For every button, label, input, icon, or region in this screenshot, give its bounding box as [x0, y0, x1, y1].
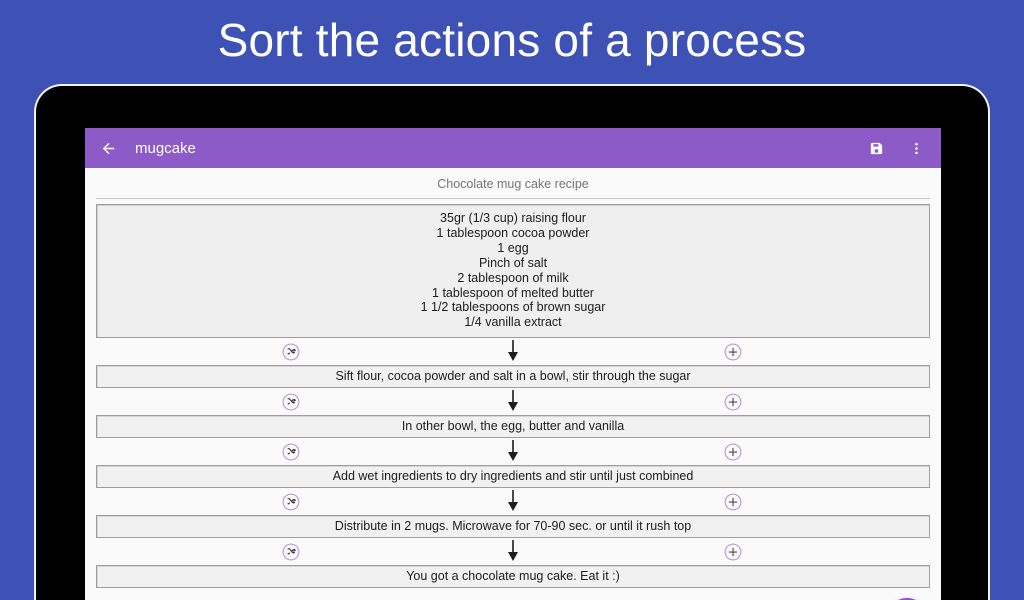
- overflow-menu-icon[interactable]: [901, 133, 931, 163]
- ingredient-line: 1 egg: [497, 240, 529, 255]
- step-box[interactable]: Sift flour, cocoa powder and salt in a b…: [96, 365, 930, 389]
- down-arrow-icon: [506, 340, 520, 367]
- down-arrow-icon: [506, 440, 520, 467]
- connector-row: [85, 338, 941, 365]
- title-divider: [96, 198, 930, 199]
- ingredient-line: 2 tablespoon of milk: [457, 270, 569, 285]
- step-box[interactable]: You got a chocolate mug cake. Eat it :): [96, 565, 930, 589]
- ingredient-line: 1 tablespoon of melted butter: [432, 285, 594, 300]
- app-bar-title: mugcake: [135, 139, 196, 157]
- plus-circle-icon[interactable]: [724, 493, 742, 511]
- down-arrow-icon: [506, 390, 520, 417]
- down-arrow-icon: [506, 540, 520, 567]
- connector-row: [85, 538, 941, 565]
- step-group: In other bowl, the egg, butter and vanil…: [85, 388, 941, 439]
- promo-headline: Sort the actions of a process: [217, 14, 807, 66]
- edit-fab-button[interactable]: [886, 598, 928, 600]
- step-box[interactable]: Distribute in 2 mugs. Microwave for 70-9…: [96, 515, 930, 539]
- shuffle-icon[interactable]: [282, 343, 300, 361]
- back-arrow-icon[interactable]: [93, 133, 123, 163]
- save-floppy-icon[interactable]: [861, 133, 891, 163]
- connector-row: [85, 488, 941, 515]
- shuffle-icon[interactable]: [282, 443, 300, 461]
- plus-circle-icon[interactable]: [724, 343, 742, 361]
- down-arrow-icon: [506, 490, 520, 517]
- ingredient-line: Pinch of salt: [478, 255, 548, 270]
- step-box[interactable]: Add wet ingredients to dry ingredients a…: [96, 465, 930, 489]
- recipe-title: Chocolate mug cake recipe: [437, 177, 589, 191]
- step-group: Distribute in 2 mugs. Microwave for 70-9…: [85, 488, 941, 539]
- ingredient-line: 1 tablespoon cocoa powder: [436, 225, 590, 240]
- app-bar: mugcake: [85, 128, 941, 168]
- plus-circle-icon[interactable]: [724, 443, 742, 461]
- ingredient-line: 1 1/2 tablespoons of brown sugar: [420, 300, 606, 315]
- step-group: Add wet ingredients to dry ingredients a…: [85, 438, 941, 489]
- device-screen: mugcake: [85, 128, 941, 600]
- recipe-content: Chocolate mug cake recipe 35gr (1/3 cup)…: [85, 168, 941, 600]
- app-bar-actions: [861, 133, 931, 163]
- step-group: Sift flour, cocoa powder and salt in a b…: [85, 338, 941, 389]
- ingredient-line: 1/4 vanilla extract: [464, 315, 562, 330]
- step-box[interactable]: In other bowl, the egg, butter and vanil…: [96, 415, 930, 439]
- plus-circle-icon[interactable]: [724, 393, 742, 411]
- plus-circle-icon[interactable]: [724, 543, 742, 561]
- connector-row: [85, 438, 941, 465]
- tablet-device-frame: mugcake: [36, 86, 988, 600]
- ingredient-line: 35gr (1/3 cup) raising flour: [440, 211, 586, 225]
- step-group: You got a chocolate mug cake. Eat it :): [85, 538, 941, 589]
- shuffle-icon[interactable]: [282, 393, 300, 411]
- connector-row: [85, 388, 941, 415]
- ingredients-box[interactable]: 35gr (1/3 cup) raising flour 1 tablespoo…: [96, 204, 930, 339]
- shuffle-icon[interactable]: [282, 493, 300, 511]
- shuffle-icon[interactable]: [282, 543, 300, 561]
